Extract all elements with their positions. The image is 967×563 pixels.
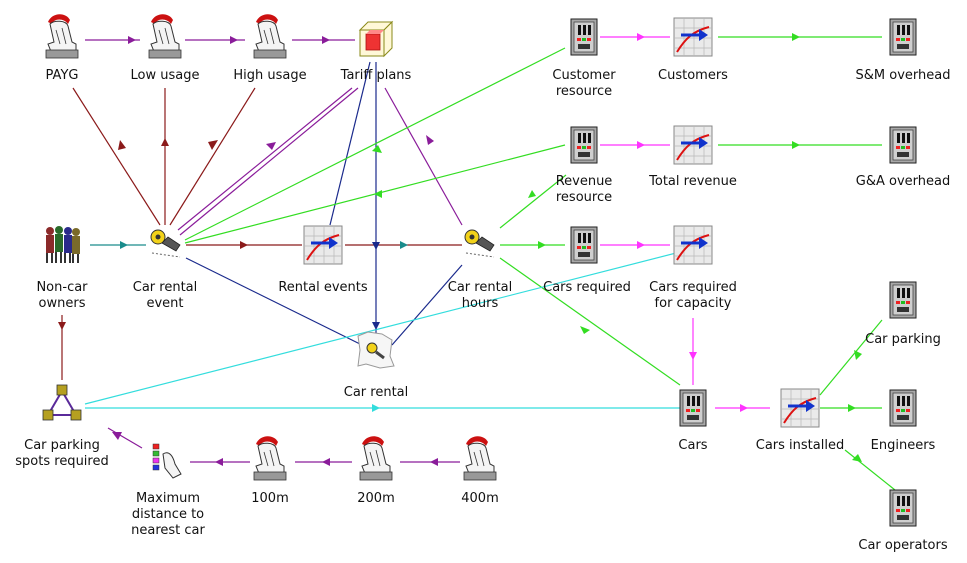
400m-icon[interactable] — [463, 435, 497, 481]
high-usage-icon[interactable] — [253, 13, 287, 59]
cars-required-capacity-icon[interactable] — [672, 224, 714, 266]
car-parking-icon[interactable] — [889, 281, 917, 319]
car-operators-icon[interactable] — [889, 489, 917, 527]
label-total-revenue: Total revenue — [649, 174, 737, 189]
rental-events-icon[interactable] — [302, 224, 344, 266]
label-engineers: Engineers — [870, 438, 936, 453]
label-car-parking-spots: Car parking spots required — [15, 438, 109, 469]
label-low-usage: Low usage — [130, 68, 200, 83]
sm-overhead-icon[interactable] — [889, 18, 917, 56]
label-400m: 400m — [461, 491, 499, 506]
label-customer-resource: Customer resource — [552, 68, 616, 99]
label-car-parking: Car parking — [865, 332, 941, 347]
revenue-resource-icon[interactable] — [570, 126, 598, 164]
connection-lines — [61, 36, 896, 491]
100m-icon[interactable] — [253, 435, 287, 481]
label-car-operators: Car operators — [858, 538, 948, 553]
label-100m: 100m — [251, 491, 289, 506]
200m-icon[interactable] — [359, 435, 393, 481]
label-car-rental-event: Car rental event — [132, 280, 198, 311]
cars-required-icon[interactable] — [570, 226, 598, 264]
label-cars-required: Cars required — [543, 280, 631, 295]
label-customers: Customers — [658, 68, 728, 83]
label-payg: PAYG — [45, 68, 79, 83]
label-non-car-owners: Non-car owners — [36, 280, 88, 311]
car-rental-event-icon[interactable] — [150, 229, 181, 258]
total-revenue-icon[interactable] — [672, 124, 714, 166]
customers-icon[interactable] — [672, 16, 714, 58]
label-high-usage: High usage — [233, 68, 307, 83]
customer-resource-icon[interactable] — [570, 18, 598, 56]
max-distance-icon[interactable] — [152, 443, 182, 479]
non-car-owners-icon[interactable] — [45, 225, 81, 264]
tariff-plans-icon[interactable] — [359, 21, 393, 57]
label-sm-overhead: S&M overhead — [855, 68, 951, 83]
label-ga-overhead: G&A overhead — [855, 174, 951, 189]
label-rental-events: Rental events — [278, 280, 368, 295]
engineers-icon[interactable] — [889, 389, 917, 427]
cars-installed-icon[interactable] — [779, 387, 821, 429]
label-cars-required-capacity: Cars required for capacity — [649, 280, 737, 311]
label-cars: Cars — [678, 438, 708, 453]
label-tariff-plans: Tariff plans — [340, 68, 412, 83]
label-revenue-resource: Revenue resource — [555, 174, 613, 205]
car-parking-spots-icon[interactable] — [42, 384, 82, 421]
label-max-distance: Maximum distance to nearest car — [131, 491, 205, 538]
label-200m: 200m — [357, 491, 395, 506]
car-rental-icon[interactable] — [356, 330, 396, 370]
label-car-rental-hours: Car rental hours — [447, 280, 513, 311]
cars-icon[interactable] — [679, 389, 707, 427]
label-car-rental: Car rental — [343, 385, 409, 400]
car-rental-hours-icon[interactable] — [464, 229, 495, 258]
arrowheads — [58, 33, 862, 466]
payg-icon[interactable] — [45, 13, 79, 59]
low-usage-icon[interactable] — [148, 13, 182, 59]
label-cars-installed: Cars installed — [755, 438, 845, 453]
ga-overhead-icon[interactable] — [889, 126, 917, 164]
